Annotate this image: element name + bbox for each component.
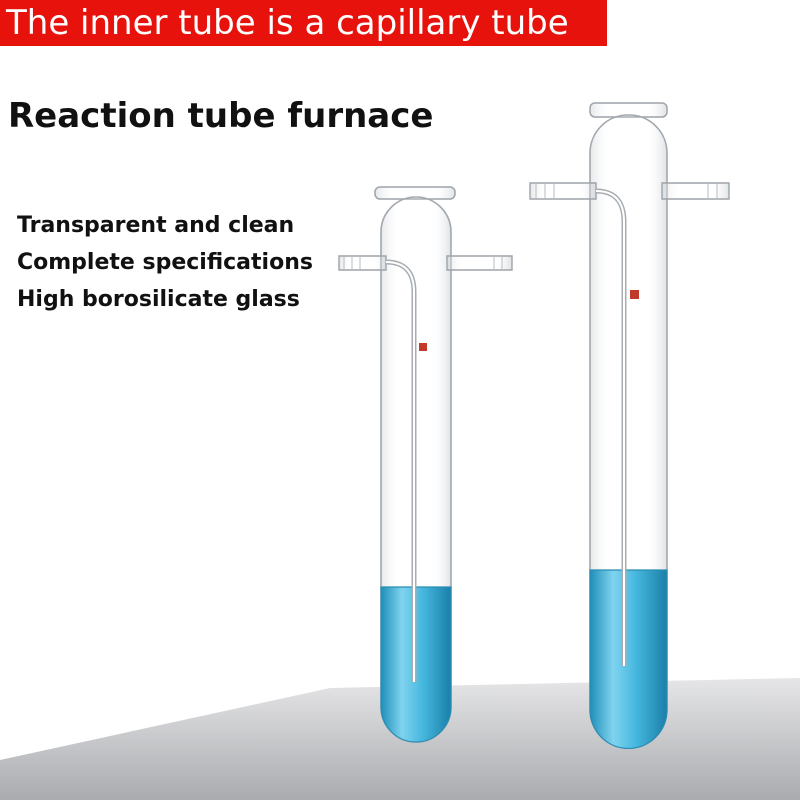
feature-item: Complete specifications bbox=[17, 250, 313, 275]
feature-list: Transparent and clean Complete specifica… bbox=[17, 207, 313, 318]
small-reaction-tube bbox=[338, 186, 513, 743]
product-title: Reaction tube furnace bbox=[8, 96, 434, 136]
large-reaction-tube bbox=[529, 102, 730, 750]
promo-banner: The inner tube is a capillary tube bbox=[0, 0, 607, 46]
feature-item: High borosilicate glass bbox=[17, 287, 300, 312]
feature-item: Transparent and clean bbox=[17, 213, 295, 238]
